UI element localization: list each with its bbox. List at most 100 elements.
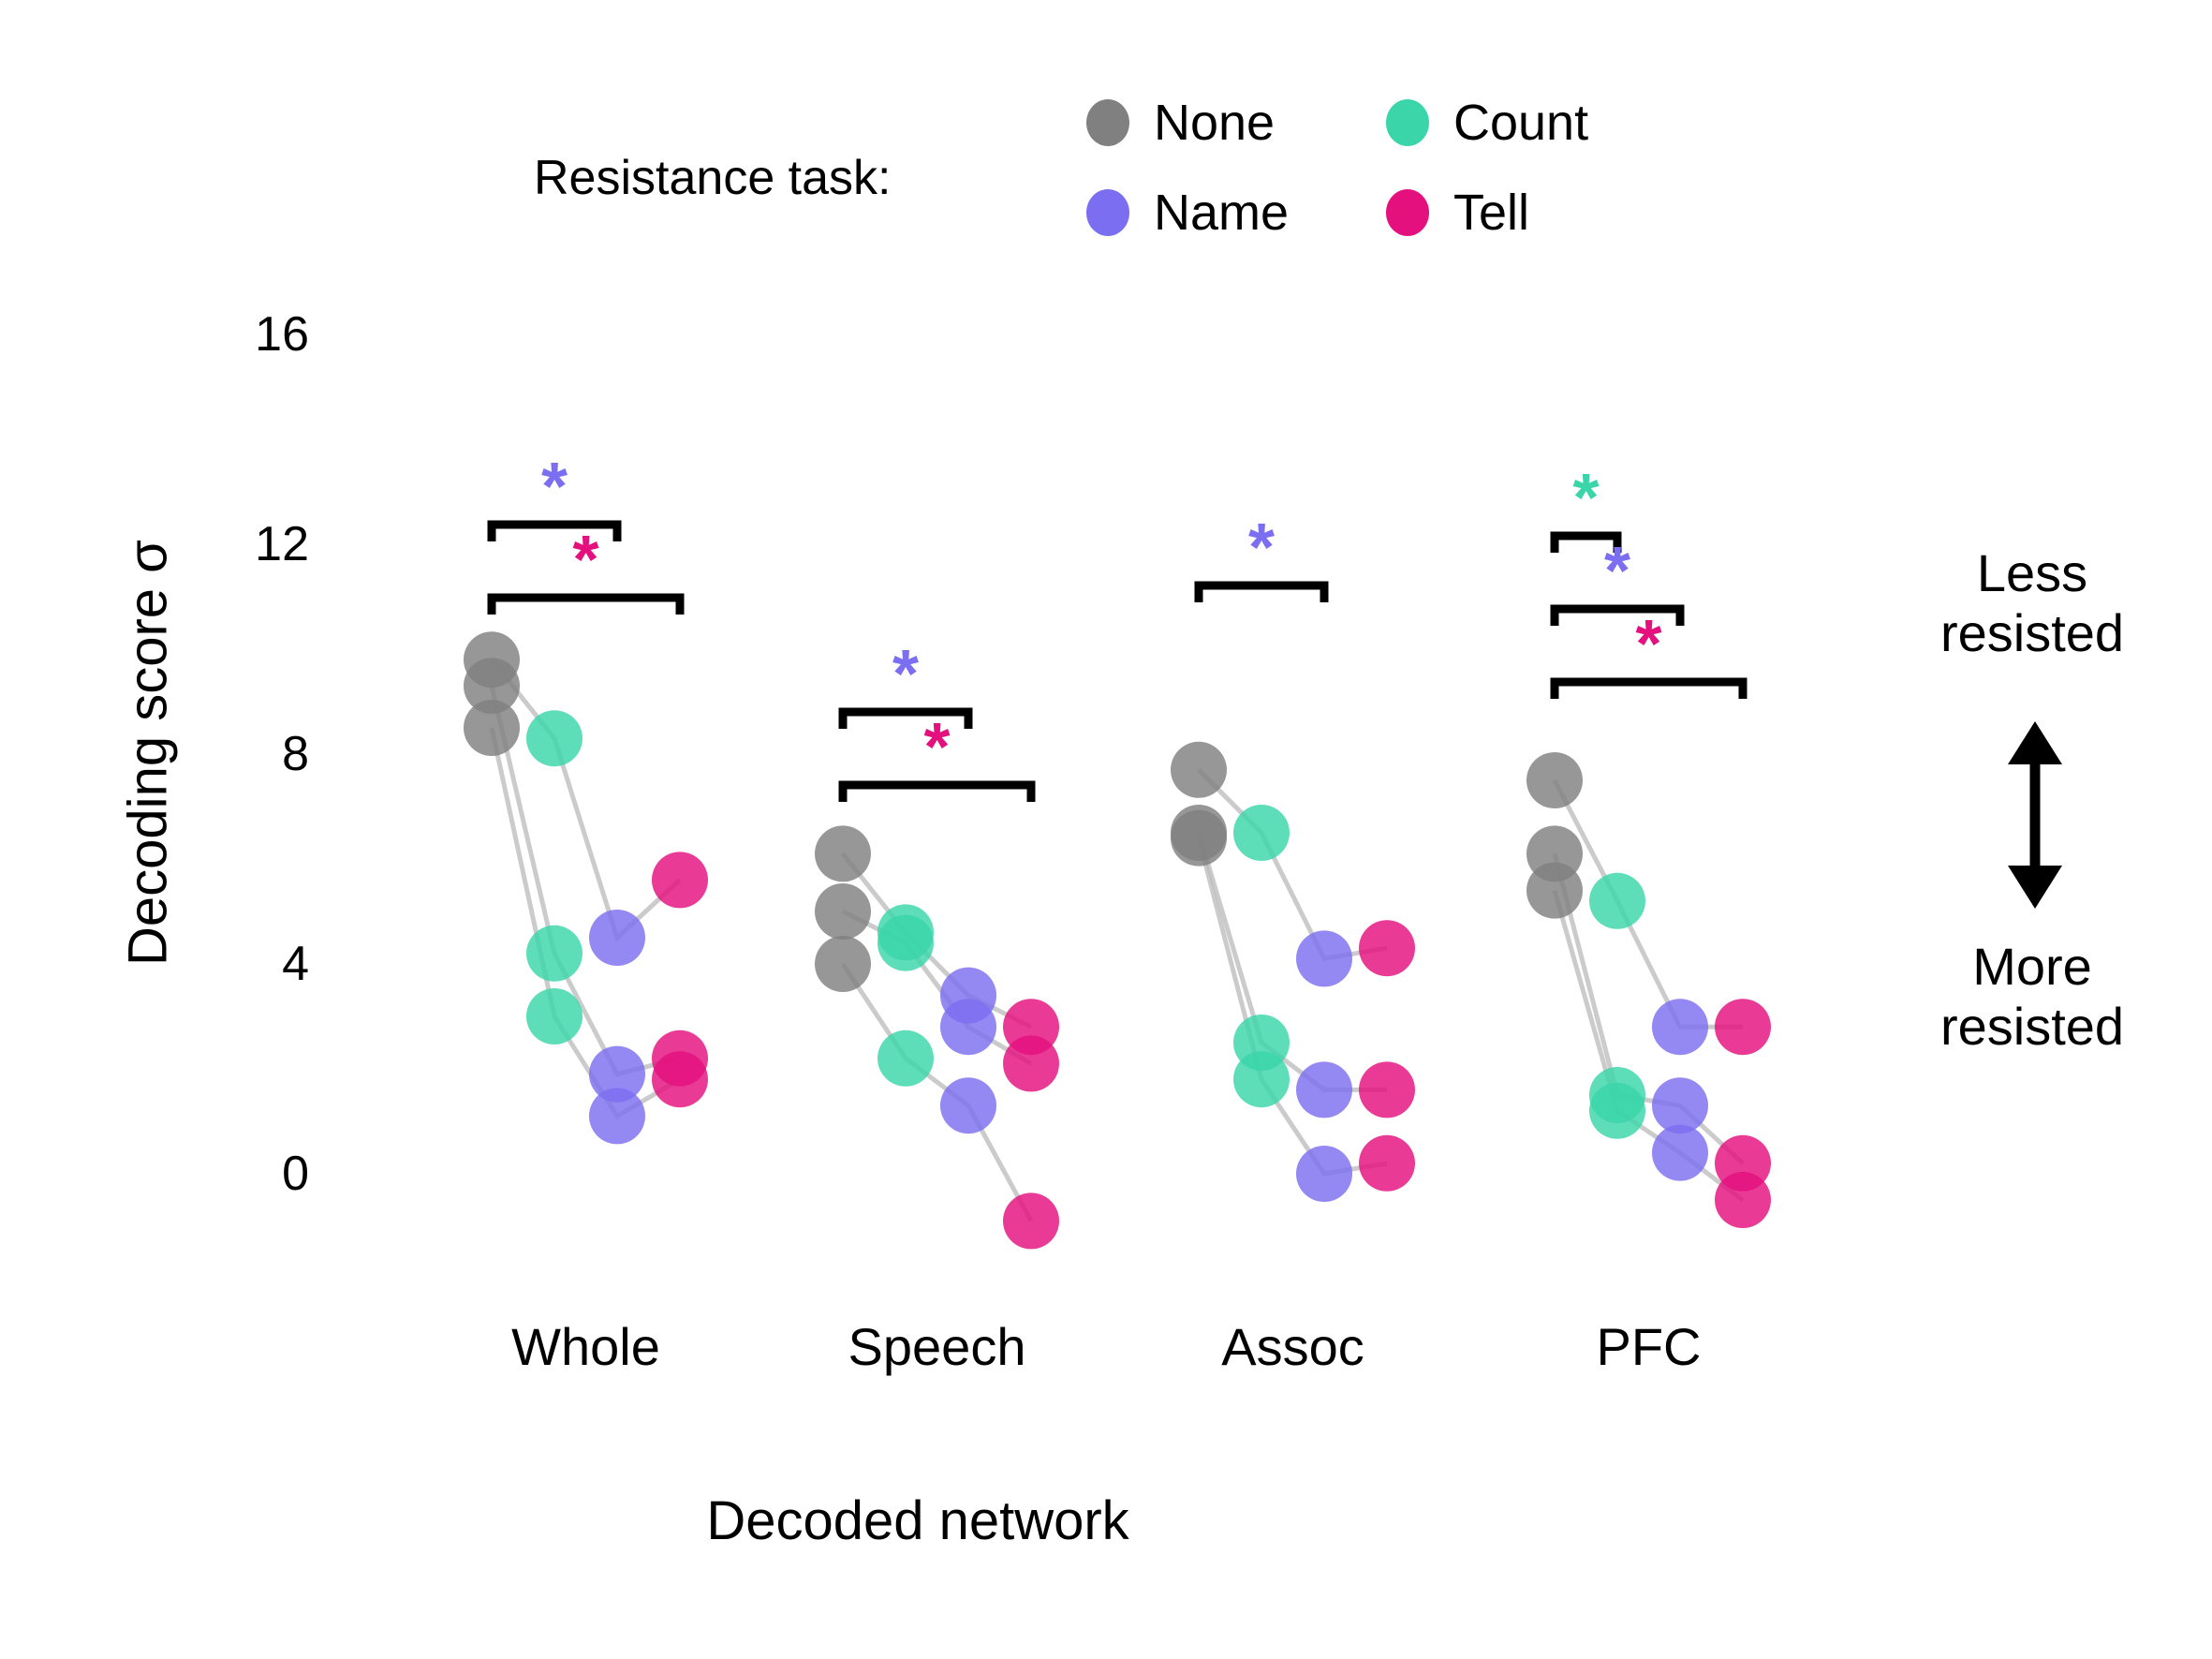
data-point-count	[526, 988, 582, 1044]
legend-swatch-tell-icon	[1386, 189, 1429, 236]
connector-lines	[1196, 768, 1388, 1177]
data-point-tell	[1359, 920, 1415, 977]
data-point-tell	[1715, 999, 1771, 1056]
data-point-tell	[1003, 1035, 1059, 1092]
significance-asterisk: *	[1572, 461, 1600, 536]
significance-asterisk: *	[923, 710, 951, 785]
subject-connector-line	[1196, 837, 1388, 1177]
data-point-count	[526, 710, 582, 767]
subject-connector-line	[489, 685, 681, 1077]
subject-connector-line	[1197, 768, 1388, 962]
data-point-none	[1171, 741, 1227, 798]
data-point-name	[1652, 1077, 1708, 1134]
connector-lines	[840, 852, 1034, 1222]
data-point-name	[589, 1088, 645, 1145]
subject-connector-line	[841, 909, 1033, 1066]
significance-asterisk: *	[1635, 607, 1662, 682]
legend-item-count[interactable]: Count	[1386, 94, 1588, 152]
x-tick-label-whole: Whole	[511, 1317, 660, 1376]
legend-item-tell[interactable]: Tell	[1386, 184, 1529, 242]
subject-connector-line	[1552, 852, 1745, 1165]
y-tick-label: 4	[282, 937, 309, 991]
data-point-name	[940, 1077, 996, 1134]
data-point-name	[1296, 1146, 1352, 1202]
significance-bracket	[1550, 604, 1685, 626]
data-point-none	[1526, 862, 1583, 919]
y-tick-label: 12	[255, 517, 309, 571]
significance-bracket	[838, 707, 973, 729]
significance-asterisk: *	[540, 450, 568, 525]
data-point-tell	[1715, 1172, 1771, 1228]
significance-asterisk: *	[1603, 534, 1631, 609]
data-point-tell	[652, 1051, 708, 1108]
significance-bracket	[1194, 581, 1329, 602]
data-point-count	[1589, 872, 1645, 929]
data-point-name	[1296, 930, 1352, 987]
data-point-name	[589, 1045, 645, 1103]
subject-connector-line	[841, 852, 1033, 1029]
data-point-none	[815, 883, 871, 940]
y-tick-label: 8	[282, 727, 309, 781]
legend-swatch-name-icon	[1086, 189, 1129, 236]
legend-label: Count	[1453, 95, 1589, 151]
data-point-count	[1233, 1051, 1290, 1108]
x-tick-label-speech: Speech	[848, 1317, 1026, 1376]
subject-connector-line	[1196, 832, 1387, 1092]
data-point-count	[1589, 1082, 1645, 1139]
group-whole-points	[464, 631, 708, 1145]
data-point-name	[589, 910, 645, 966]
data-point-name	[1652, 1124, 1708, 1181]
data-point-none	[815, 936, 871, 992]
subject-connector-line	[1552, 778, 1743, 1029]
connector-lines	[489, 658, 682, 1119]
significance-bracket	[487, 520, 622, 541]
y-tick-label: 0	[282, 1147, 309, 1201]
legend-item-none[interactable]: None	[1086, 94, 1275, 152]
data-point-count	[526, 925, 582, 982]
legend-item-name[interactable]: Name	[1086, 184, 1289, 242]
significance-asterisk: *	[892, 637, 920, 712]
resistance-direction-arrow	[2008, 721, 2062, 909]
subject-connector-line	[1552, 889, 1745, 1202]
legend-label: None	[1154, 95, 1276, 151]
legend-swatch-none-icon	[1086, 99, 1129, 146]
data-point-none	[1171, 809, 1227, 867]
subject-connector-line	[489, 727, 682, 1119]
data-point-tell	[1003, 1192, 1059, 1250]
data-point-name	[1652, 999, 1708, 1056]
data-point-none	[1526, 752, 1583, 808]
significance-bracket	[1550, 531, 1622, 553]
significance-asterisk: *	[1247, 511, 1276, 585]
data-point-none	[464, 658, 520, 715]
legend-title: Resistance task:	[534, 151, 892, 205]
data-point-count	[877, 914, 934, 971]
data-point-count	[877, 1029, 934, 1087]
legend-label: Name	[1154, 185, 1290, 241]
data-point-count	[1233, 805, 1290, 861]
group-speech-points	[815, 825, 1059, 1250]
group-assoc-points	[1171, 741, 1415, 1202]
significance-asterisk: *	[572, 523, 599, 598]
data-point-tell	[652, 852, 708, 909]
x-tick-label-pfc: PFC	[1596, 1317, 1702, 1376]
x-tick-label-assoc: Assoc	[1221, 1317, 1364, 1376]
data-point-name	[940, 999, 996, 1056]
group-pfc-points	[1526, 752, 1771, 1228]
data-point-tell	[1359, 1134, 1415, 1192]
subject-connector-line	[490, 658, 682, 942]
subject-connector-line	[840, 962, 1034, 1222]
x-axis-title: Decoded network	[706, 1490, 1129, 1551]
data-point-none	[464, 700, 520, 756]
y-tick-label: 16	[255, 307, 309, 362]
data-point-name	[1296, 1061, 1352, 1118]
legend-label: Tell	[1453, 185, 1530, 241]
legend-swatch-count-icon	[1386, 99, 1429, 146]
data-point-none	[815, 825, 871, 882]
connector-lines	[1552, 778, 1745, 1202]
significance-bracket	[838, 780, 1036, 802]
data-point-tell	[1359, 1061, 1415, 1118]
significance-bracket	[487, 593, 685, 615]
